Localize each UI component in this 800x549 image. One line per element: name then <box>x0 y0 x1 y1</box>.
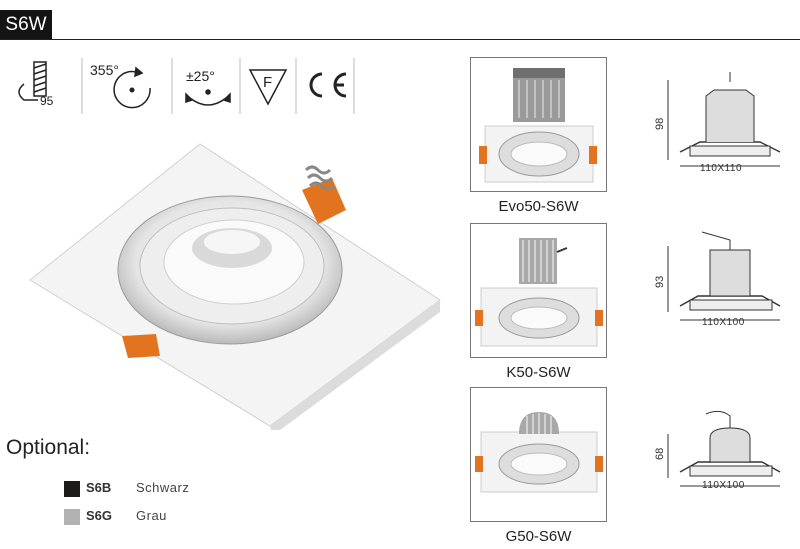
spec-icons-row: 95 355° ±25° F <box>10 54 365 120</box>
option-name: Schwarz <box>136 480 190 495</box>
color-swatch-grey <box>64 509 80 525</box>
product-code-tag: S6W <box>0 10 52 39</box>
model-name-g50: G50-S6W <box>505 528 572 545</box>
rotation-label: 355° <box>90 62 119 78</box>
model-image-evo50 <box>470 57 607 192</box>
hero-product-image <box>20 130 450 436</box>
size-label: 110X100 <box>702 317 745 328</box>
option-code: S6G <box>86 508 113 523</box>
tilt-label: ±25° <box>186 68 215 84</box>
size-label: 110X100 <box>702 480 745 491</box>
ce-mark-icon <box>309 72 347 98</box>
tilt-25-icon <box>185 89 231 106</box>
dimension-drawing-k50: 93 110X100 <box>640 228 800 338</box>
dimension-drawing-g50: 68 110X100 <box>640 398 800 508</box>
option-name: Grau <box>136 508 167 523</box>
height-label: 68 <box>654 447 666 460</box>
model-image-g50 <box>470 387 607 522</box>
model-name-evo50: Evo50-S6W <box>498 198 579 215</box>
height-label: 93 <box>654 275 666 288</box>
dimension-drawing-evo50: 98 110X110 <box>640 68 800 178</box>
rotation-355-icon <box>113 66 151 109</box>
f-mark-icon <box>248 69 288 106</box>
header-rule <box>0 39 800 40</box>
ip-value-label: 95 <box>40 94 54 108</box>
size-label: 110X110 <box>700 163 743 174</box>
optional-title: Optional: <box>6 436 91 459</box>
model-name-k50: K50-S6W <box>506 364 571 381</box>
model-image-k50 <box>470 223 607 358</box>
height-label: 98 <box>654 117 666 130</box>
spec-icons-graphics <box>18 58 355 114</box>
color-swatch-black <box>64 481 80 497</box>
f-mark-label: F <box>263 74 273 91</box>
option-code: S6B <box>86 480 112 495</box>
insulation-icon <box>18 61 47 101</box>
